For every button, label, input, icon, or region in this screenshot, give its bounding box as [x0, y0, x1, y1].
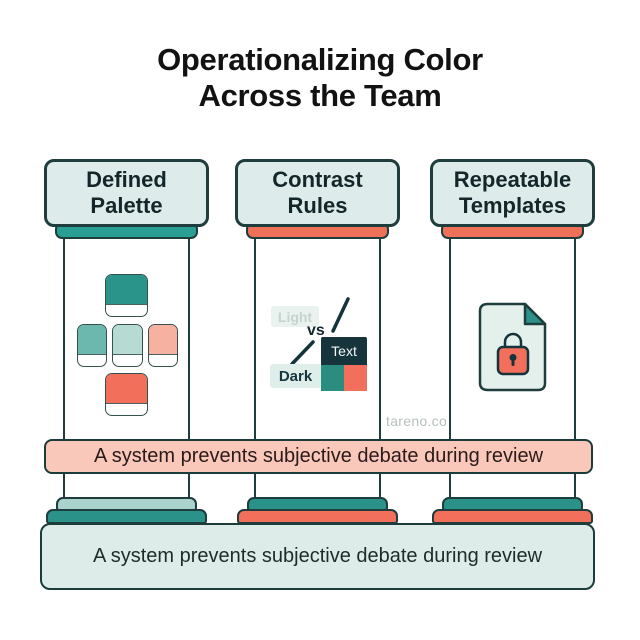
slash-icon [290, 297, 350, 366]
palette-swatch-mid-center [112, 324, 143, 367]
vs-label: vs [307, 322, 325, 339]
middle-banner-label: A system prevents subjective debate duri… [93, 445, 544, 467]
palette-swatch-top [105, 274, 148, 317]
text-sample: Text [321, 337, 367, 365]
palette-swatch-bottom [105, 373, 148, 416]
swatch-fill [106, 275, 147, 305]
keyhole [509, 354, 517, 361]
column-header-label: Defined Palette [86, 167, 167, 218]
watermark: tareno.co [386, 413, 448, 429]
text-sample-label: Text [331, 343, 357, 359]
lock-shackle [503, 332, 523, 348]
swatch-fill [78, 325, 106, 355]
column-header-defined-palette: Defined Palette [44, 159, 209, 227]
dark-sample-label: Dark [278, 367, 313, 385]
bottom-banner: A system prevents subjective debate duri… [40, 523, 595, 590]
contrast-swatch-teal [321, 365, 344, 391]
page-title-line1: Operationalizing Color [157, 42, 483, 77]
column-header-label: Repeatable Templates [453, 167, 572, 218]
column-header-label: Contrast Rules [272, 167, 363, 218]
palette-swatch-mid-right [148, 324, 178, 367]
contrast-swatch-pair [321, 365, 367, 391]
pedestal-base [432, 509, 593, 524]
column-header-repeatable-templates: Repeatable Templates [430, 159, 595, 227]
light-sample: Light [271, 306, 319, 327]
pedestal-base [46, 509, 207, 524]
light-sample-label: Light [277, 308, 313, 325]
contrast-swatch-coral [344, 365, 367, 391]
palette-swatch-mid-left [77, 324, 107, 367]
page-title-line2: Across the Team [198, 78, 442, 114]
bottom-banner-label: A system prevents subjective debate duri… [92, 545, 543, 567]
locked-document-icon [478, 302, 547, 392]
column-header-contrast-rules: Contrast Rules [235, 159, 400, 227]
swatch-fill [106, 374, 147, 404]
pedestal-base [237, 509, 398, 524]
folded-corner [523, 302, 547, 326]
middle-banner: A system prevents subjective debate duri… [44, 439, 593, 474]
column-defined-palette: Defined Palette [44, 159, 210, 524]
dark-sample: Dark [270, 364, 321, 388]
swatch-fill [113, 325, 142, 355]
swatch-fill [149, 325, 177, 355]
